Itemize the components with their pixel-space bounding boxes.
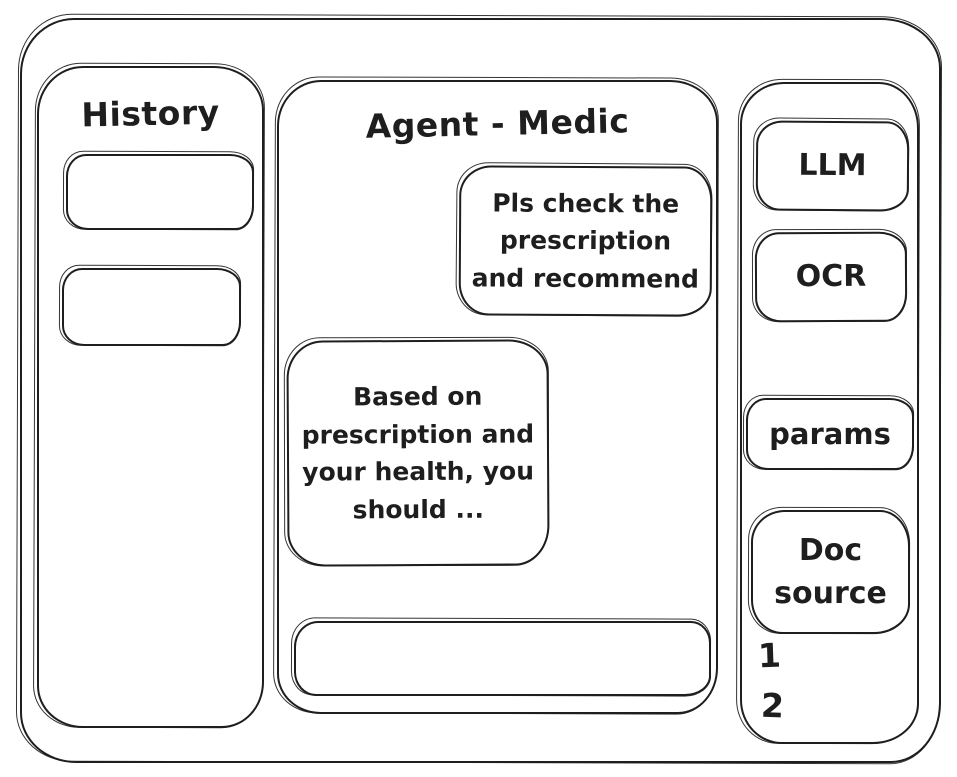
history-sidebar: History bbox=[37, 66, 264, 728]
assistant-message-bubble: Based on prescription and your health, y… bbox=[286, 339, 550, 567]
doc-source-item-1[interactable]: 1 bbox=[757, 635, 782, 676]
app-frame: History Agent - Medic Pls check the pres… bbox=[20, 18, 941, 763]
history-item-1[interactable] bbox=[66, 154, 254, 230]
doc-source-button[interactable]: Doc source bbox=[751, 510, 910, 634]
ocr-button[interactable]: OCR bbox=[754, 231, 908, 323]
user-message-text: Pls check the prescription and recommend bbox=[471, 188, 700, 294]
params-button[interactable]: params bbox=[746, 398, 914, 470]
history-title: History bbox=[80, 92, 221, 135]
llm-button[interactable]: LLM bbox=[755, 120, 910, 212]
tools-sidebar: LLM OCR params Doc source 1 2 bbox=[740, 82, 919, 744]
doc-source-item-2[interactable]: 2 bbox=[760, 685, 785, 726]
user-message-bubble: Pls check the prescription and recommend bbox=[458, 165, 713, 317]
history-item-2[interactable] bbox=[62, 268, 241, 346]
message-input[interactable] bbox=[294, 621, 711, 696]
chat-title: Agent - Medic bbox=[365, 101, 630, 146]
assistant-message-text: Based on prescription and your health, y… bbox=[301, 381, 535, 524]
chat-panel: Agent - Medic Pls check the prescription… bbox=[277, 80, 718, 714]
